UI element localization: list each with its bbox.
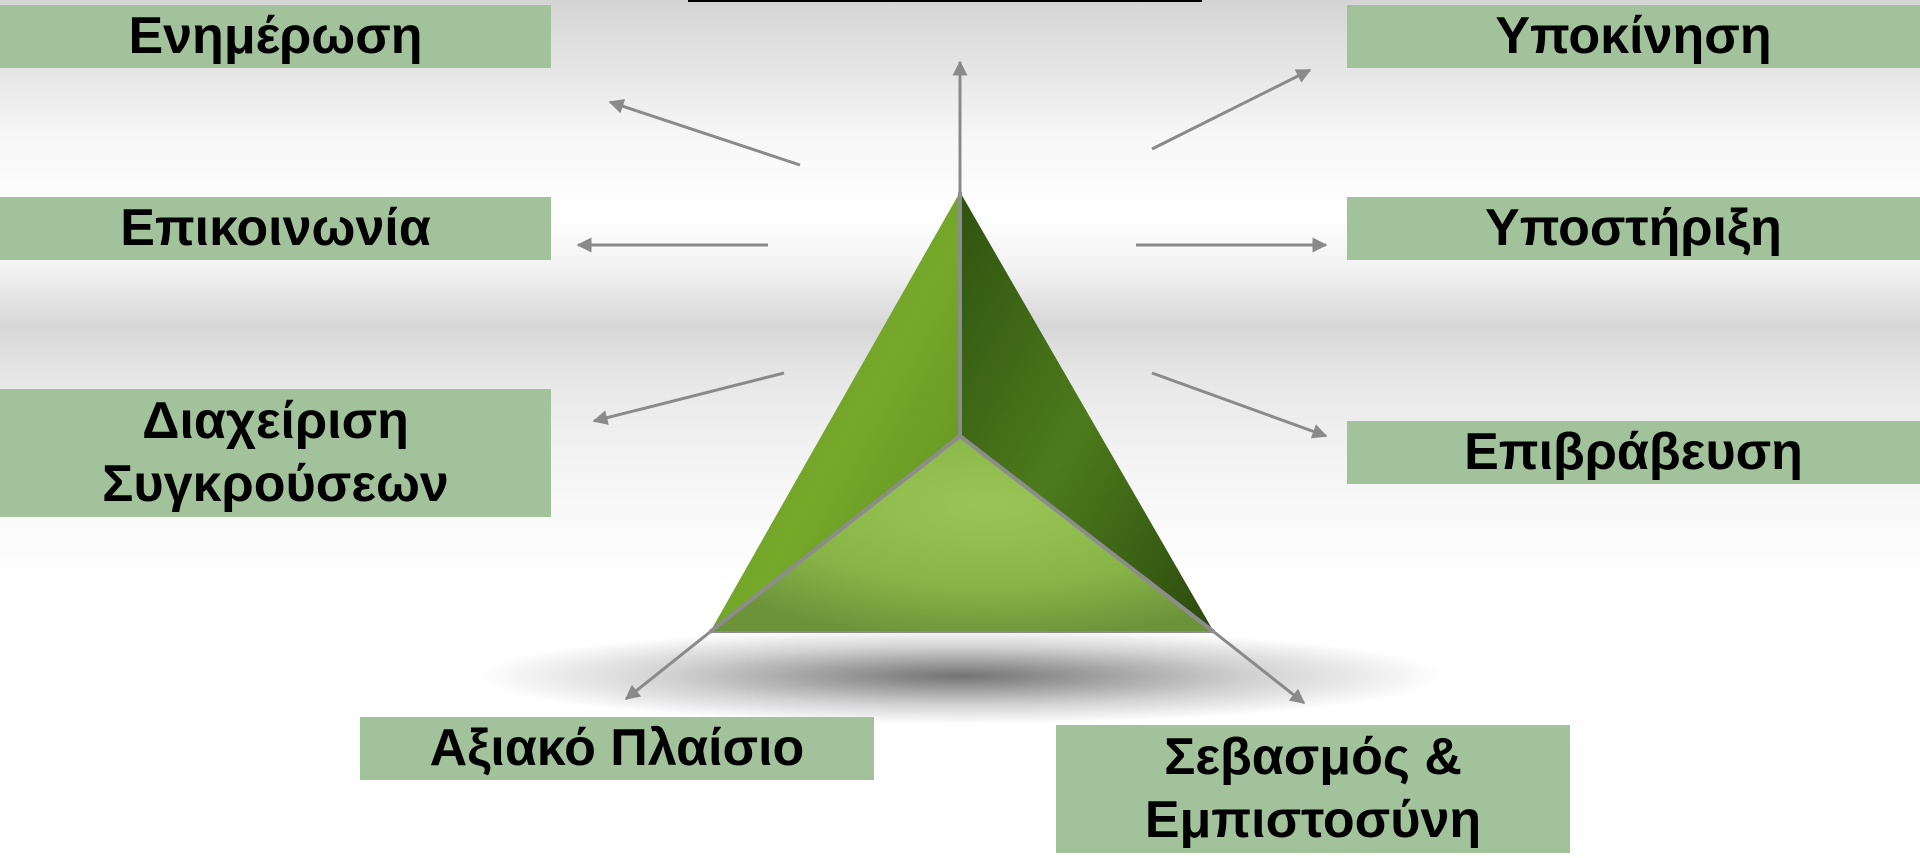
arrow-to-enimerosi	[608, 99, 801, 167]
label-diaxeirisi-sygkrouseon: Διαχείριση Συγκρούσεων	[0, 389, 551, 517]
label-epivraveusi: Επιβράβευση	[1347, 421, 1920, 484]
pyramid-base-face	[710, 436, 1214, 632]
label-ypokinisi: Υποκίνηση	[1347, 5, 1920, 68]
pyramid-left-face	[710, 192, 960, 632]
label-enimerosi: Ενημέρωση	[0, 5, 551, 68]
pyramid-shadow	[475, 628, 1445, 724]
arrow-to-epivraveusi	[1151, 371, 1328, 439]
label-sevasmos-empistosyni: Σεβασμός & Εμπιστοσύνη	[1056, 725, 1570, 853]
label-axiako-plaisio: Αξιακό Πλαίσιο	[360, 717, 874, 780]
arrow-to-axiako	[624, 630, 711, 701]
label-epikoinonia: Επικοινωνία	[0, 197, 551, 260]
top-rule	[688, 0, 1202, 2]
pyramid-edge-right	[958, 434, 1216, 634]
pyramid-edge-left	[708, 434, 962, 634]
arrow-to-diaxeirisi	[592, 371, 785, 425]
arrow-to-sevasmos	[1213, 630, 1306, 705]
pyramid-right-face	[960, 192, 1214, 632]
label-ypostirixi: Υποστήριξη	[1347, 197, 1920, 260]
arrow-to-ypokinisi	[1151, 68, 1312, 151]
